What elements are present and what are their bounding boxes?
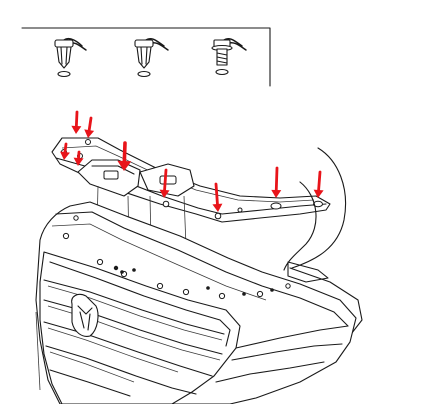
arrow-shaft	[214, 182, 219, 206]
arrow-head	[60, 151, 70, 160]
arrow-head	[271, 189, 282, 198]
arrow-head	[117, 160, 132, 171]
grille	[39, 251, 241, 404]
red-down-arrow-icon	[84, 116, 95, 138]
legend-frame	[21, 27, 271, 87]
arrow-head	[212, 203, 223, 212]
bumper-assembly-drawing	[35, 137, 363, 404]
arrow-head	[84, 129, 95, 138]
lower-bumper	[35, 311, 349, 391]
arrow-shaft	[63, 142, 68, 154]
red-down-arrow-icon	[117, 141, 132, 171]
fastener-legend-panel	[21, 27, 271, 87]
red-down-arrow-icon	[159, 168, 170, 198]
arrow-shaft	[163, 168, 168, 192]
upper-support-beam	[51, 137, 331, 223]
arrow-head	[159, 189, 170, 198]
arrow-shaft	[274, 166, 279, 192]
arrow-head	[73, 157, 84, 166]
arrow-shaft	[87, 116, 93, 132]
arrow-shaft	[317, 170, 322, 192]
red-down-arrow-icon	[212, 182, 223, 212]
red-down-arrow-icon	[73, 150, 84, 166]
red-down-arrow-icon	[60, 142, 70, 160]
arrow-head	[313, 189, 324, 198]
red-down-arrow-icon	[313, 170, 324, 198]
arrow-shaft	[122, 141, 127, 163]
plastic-clip-icon	[54, 37, 87, 78]
fastener-location-arrows	[60, 110, 324, 212]
red-down-arrow-icon	[71, 110, 82, 134]
fastener-heads	[113, 265, 274, 296]
bolt-with-washer-icon	[211, 37, 247, 76]
arrow-head	[71, 125, 82, 134]
push-clip-icon	[134, 37, 169, 78]
red-down-arrow-icon	[271, 166, 282, 198]
fender-outline	[283, 147, 363, 339]
arrow-shaft	[74, 110, 79, 128]
